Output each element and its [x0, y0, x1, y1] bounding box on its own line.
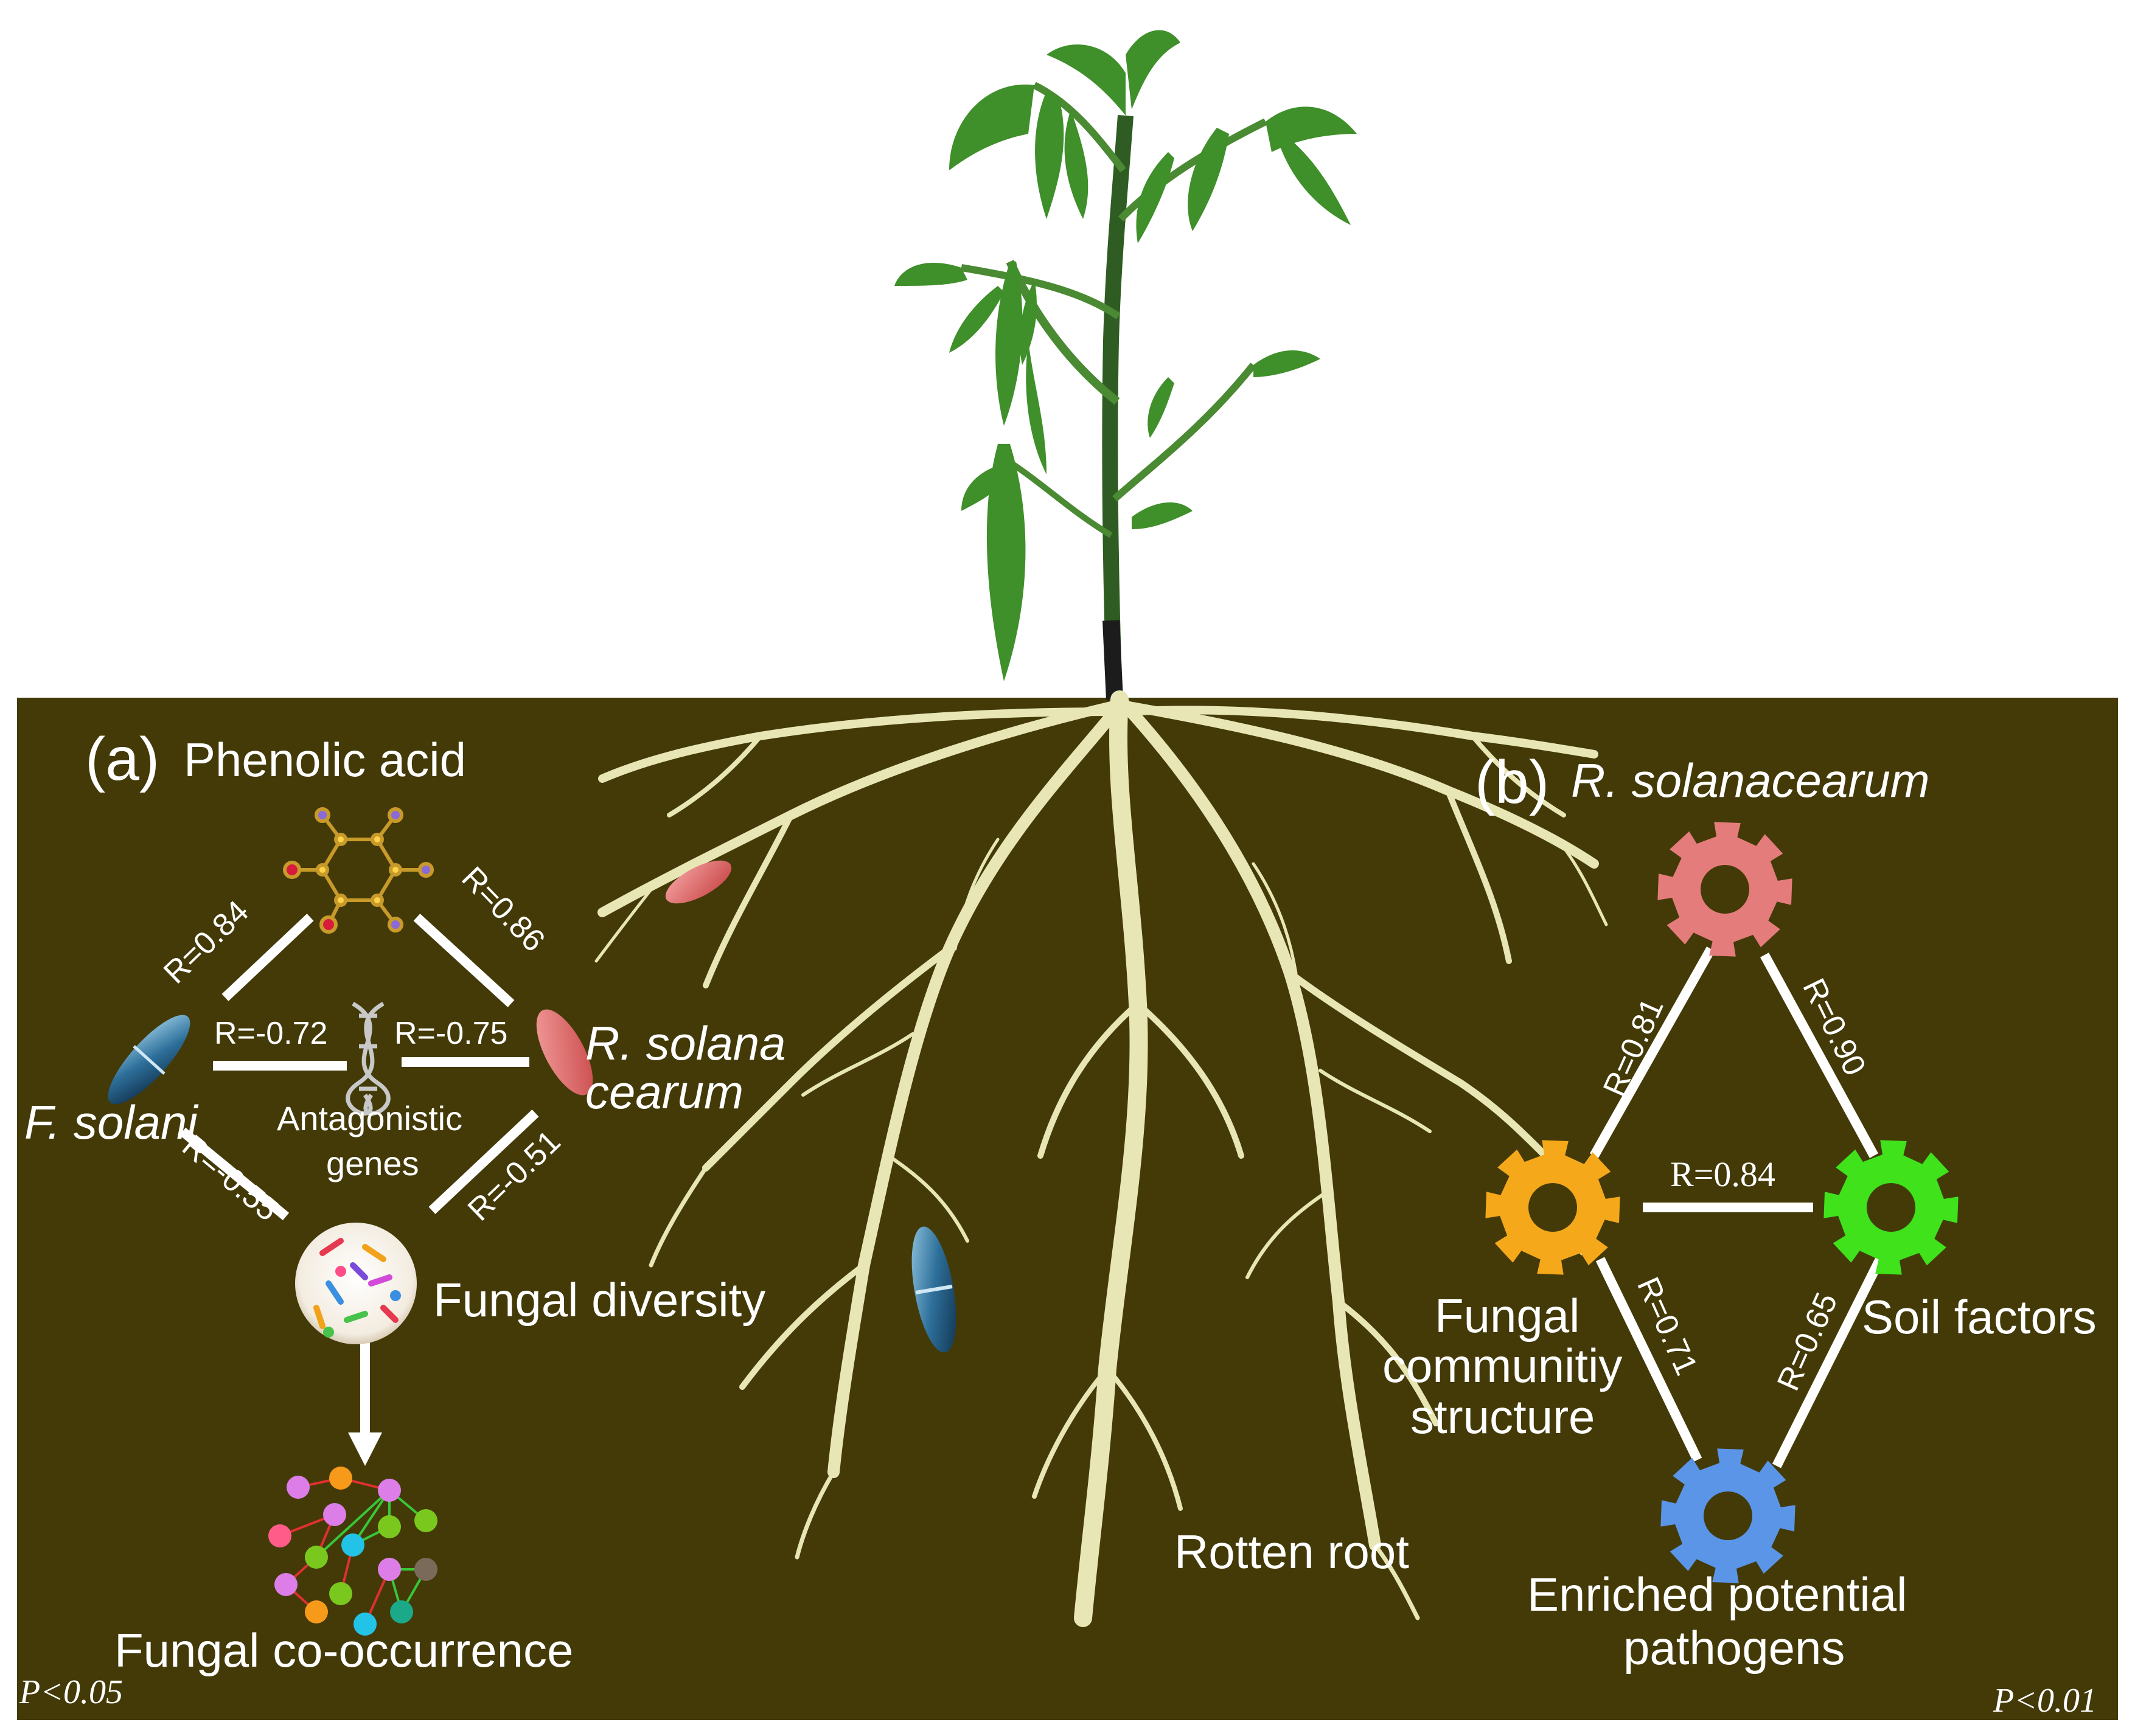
edge-rsol-soil [1760, 953, 1879, 1158]
antagonistic-genes-label-line2: genes [326, 1144, 419, 1182]
antagonistic-genes-label-line1: Antagonistic [277, 1099, 462, 1137]
co-occurrence-network-icon [268, 1467, 437, 1636]
fungal-community-label-line1: Fungal [1435, 1289, 1580, 1342]
edge-fungal-enriched [1595, 1257, 1702, 1462]
gear-hole [1704, 1491, 1752, 1540]
r-solanacearum-label-line1: R. solana [585, 1016, 786, 1070]
r-solanacearum-label-line2: cearum [585, 1065, 744, 1119]
edge-rsolanacearum-diversity [428, 1109, 539, 1214]
edge-label-antagonistic-rsolanacearum: R=-0.75 [394, 1016, 507, 1051]
gear-soil-factors-icon [1823, 1140, 1959, 1275]
rotten-root-label: Rotten root [1174, 1525, 1409, 1578]
gear-hole [1701, 865, 1749, 914]
enriched-pathogens-label-line1: Enriched potential [1527, 1568, 1907, 1621]
r-solanacearum-b-label: R. solanacearum [1571, 754, 1930, 807]
edge-phenolic-fsolani [221, 914, 314, 1001]
panel-b-significance: P<0.01 [1993, 1682, 2097, 1720]
rotten-root-system [594, 690, 1608, 1627]
edge-label-fsolani-antagonistic: R=-0.72 [214, 1016, 327, 1051]
gear-r-solanacearum-icon [1657, 822, 1792, 957]
f-solani-label: F. solani [24, 1095, 199, 1149]
edge-soil-enriched [1772, 1257, 1885, 1468]
enriched-pathogens-label-line2: pathogens [1623, 1621, 1845, 1675]
panel-a-significance: P<0.05 [19, 1673, 123, 1711]
dna-icon [346, 1001, 391, 1116]
fusarium-spore-icon [108, 1015, 190, 1105]
phenolic-acid-molecule-icon [283, 807, 434, 934]
gear-fungal-community-icon [1485, 1140, 1620, 1275]
edge-phenolic-rsolanacearum [413, 914, 515, 1007]
fungal-spore-near-root [911, 1226, 956, 1353]
ralstonia-bacterium-icon [536, 1009, 593, 1095]
fungal-cooccurrence-label: Fungal co-occurrence [114, 1623, 573, 1677]
edge-fsolani-diversity [179, 1127, 290, 1221]
gear-enriched-pathogens-icon [1660, 1448, 1795, 1583]
arrow-head [348, 1432, 382, 1466]
fungal-diversity-label: Fungal diversity [433, 1273, 765, 1327]
phenolic-acid-label: Phenolic acid [184, 733, 466, 786]
fungal-community-label-line3: structure [1410, 1390, 1595, 1443]
gear-hole [1528, 1183, 1577, 1232]
fungal-community-label-line2: communitiy [1382, 1339, 1622, 1392]
panel-b-tag: (b) [1475, 748, 1549, 816]
bacterium-near-root [665, 860, 732, 904]
panel-a-tag: (a) [85, 725, 159, 793]
soil-factors-label: Soil factors [1862, 1290, 2097, 1344]
edge-rsol-fungal [1590, 946, 1715, 1158]
fungal-diversity-icon [295, 1223, 417, 1344]
edge-label-fungal-soil: R=0.84 [1670, 1154, 1775, 1194]
gear-hole [1867, 1183, 1915, 1232]
tomato-plant-shoot [894, 30, 1357, 700]
